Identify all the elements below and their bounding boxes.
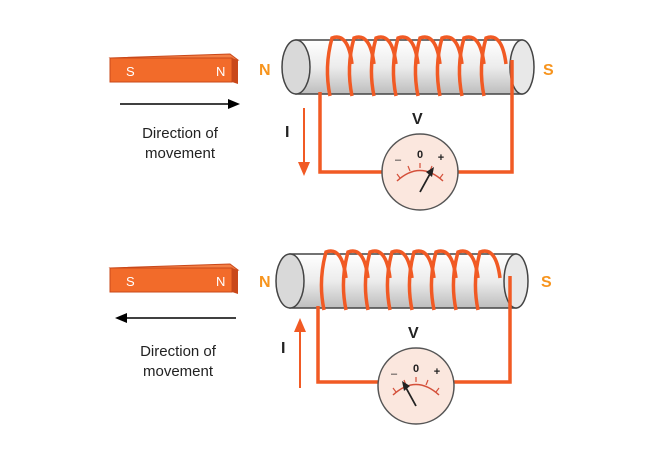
top-voltmeter-zero: 0 [417,149,423,161]
bottom-coil-core [275,253,529,309]
top-voltmeter-face [381,133,459,211]
top-coil-south-label: S [543,62,554,79]
bottom-bar-magnet: S N [108,263,240,294]
top-movement-label-line1: Direction of [142,125,219,142]
bottom-voltmeter-face [377,347,455,425]
bottom-circuit-wire [316,276,512,384]
bottom-coil-south-label: S [541,274,552,291]
top-coil-core [281,39,535,95]
top-movement-label-line2: movement [145,145,216,162]
bottom-voltmeter-plus: + [434,366,440,378]
top-panel: S N Direction of movement N S [108,35,554,211]
bottom-voltmeter: 0 – + [377,347,455,425]
top-voltmeter-needle [419,171,432,193]
top-coil-north-label: N [259,62,271,79]
top-voltmeter: 0 – + [381,133,459,211]
bottom-movement-arrow [115,313,236,323]
bottom-voltmeter-zero: 0 [413,363,419,375]
bottom-current-arrow [294,318,306,388]
top-coil-windings [325,35,508,97]
top-current-arrow [298,108,310,176]
top-circuit-wire [318,60,514,174]
bottom-magnet-north-label: N [216,274,225,289]
top-voltmeter-label: V [412,111,423,128]
bottom-magnet-south-label: S [126,274,135,289]
bottom-voltmeter-label: V [408,325,419,342]
bottom-coil-north-label: N [259,274,271,291]
bottom-current-label: I [281,340,285,357]
bottom-magnet-front-face [109,267,233,293]
top-magnet-side-face [232,58,238,84]
top-magnet-north-label: N [216,64,225,79]
bottom-voltmeter-minus: – [391,368,398,380]
top-voltmeter-minus: – [395,154,402,166]
bottom-movement-label-line2: movement [143,363,214,380]
bottom-coil-windings [319,249,502,311]
bottom-voltmeter-needle [404,385,417,407]
top-current-label: I [285,124,289,141]
bottom-panel: S N Direction of movement N S [108,249,552,425]
top-bar-magnet: S N [108,53,240,84]
top-movement-arrow [120,99,240,109]
bottom-movement-label-line1: Direction of [140,343,217,360]
top-magnet-south-label: S [126,64,135,79]
bottom-magnet-side-face [232,268,238,294]
top-voltmeter-plus: + [438,152,444,164]
